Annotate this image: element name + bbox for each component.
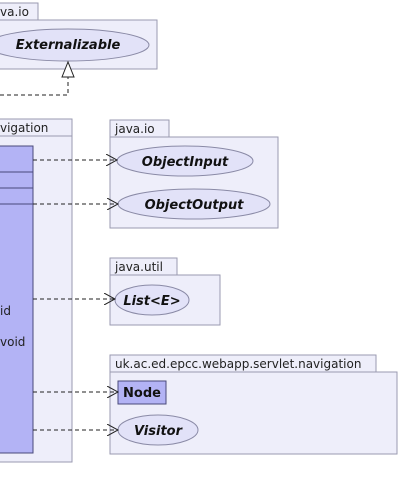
member-id: id — [0, 304, 11, 318]
interface-objectoutput[interactable]: ObjectOutput — [117, 188, 271, 220]
dependency-arrows — [33, 160, 118, 430]
package-label-java-util: java.util — [114, 260, 163, 274]
package-label-java-io: java.io — [114, 122, 155, 136]
class-label-node: Node — [123, 386, 161, 401]
interface-label-objectinput: ObjectInput — [142, 155, 229, 170]
interface-label-objectoutput: ObjectOutput — [145, 198, 245, 213]
interface-list[interactable]: List<E> — [114, 284, 190, 316]
class-node[interactable]: Node — [117, 380, 167, 405]
member-void: void — [0, 335, 25, 349]
interface-label-externalizable: Externalizable — [16, 38, 121, 53]
interface-label-list: List<E> — [123, 294, 180, 309]
package-label-java-io-top: va.io — [0, 5, 29, 19]
realization-externalizable — [0, 60, 75, 96]
interface-label-visitor: Visitor — [134, 424, 184, 439]
interface-externalizable[interactable]: Externalizable — [0, 28, 150, 62]
package-servlet-navigation: uk.ac.ed.epcc.webapp.servlet.navigation — [109, 354, 398, 455]
interface-visitor[interactable]: Visitor — [117, 414, 199, 446]
package-label-servlet-navigation: uk.ac.ed.epcc.webapp.servlet.navigation — [115, 357, 361, 371]
interface-objectinput[interactable]: ObjectInput — [116, 145, 254, 177]
class-left-clipped[interactable]: id void — [0, 145, 34, 454]
package-label-navigation-left: vigation — [0, 121, 48, 135]
